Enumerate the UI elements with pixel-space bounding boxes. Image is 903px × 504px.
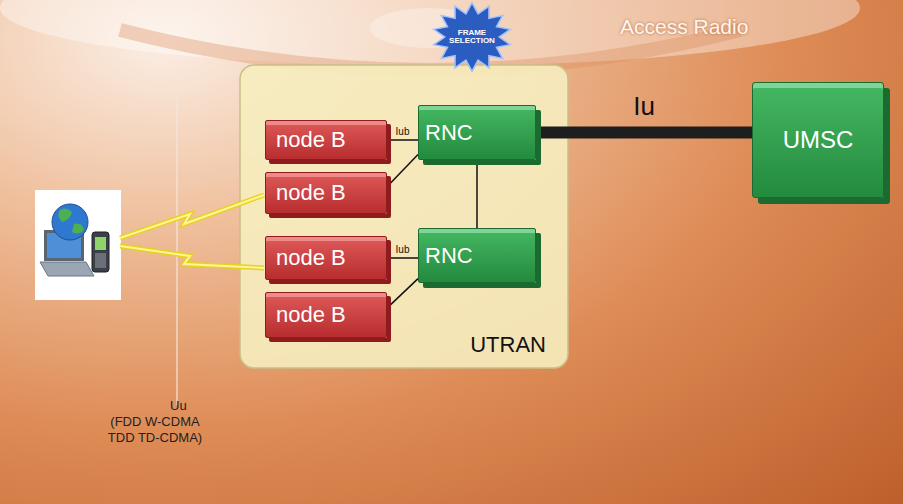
node-label: node B bbox=[276, 245, 346, 271]
iub-link bbox=[476, 160, 478, 228]
iub-link bbox=[387, 139, 418, 141]
utran-region-fill bbox=[240, 65, 568, 368]
node-label: node B bbox=[276, 180, 346, 206]
uu-interface-line bbox=[176, 95, 177, 405]
utran-region: UTRAN node B RNC node B node B RNC node B bbox=[240, 65, 568, 368]
node-b-box: node B bbox=[265, 292, 387, 338]
node-b-box: node B bbox=[265, 172, 387, 214]
rnc-box: RNC bbox=[418, 228, 536, 283]
node-label: node B bbox=[276, 302, 346, 328]
starburst-outline bbox=[432, 2, 512, 72]
interface-label: Iub bbox=[396, 245, 410, 255]
iu-link bbox=[536, 127, 752, 139]
iub-link bbox=[387, 279, 418, 309]
node-label: RNC bbox=[425, 243, 473, 269]
node-label: UTRAN bbox=[470, 332, 546, 358]
node-label: RNC bbox=[425, 120, 473, 146]
watermark bbox=[0, 0, 860, 70]
interface-label: Iu bbox=[633, 93, 655, 119]
interface-note: (FDD W-CDMA TDD TD-CDMA) bbox=[100, 414, 210, 445]
user-equipment-icon bbox=[35, 190, 121, 300]
slide-title: Access Radio bbox=[620, 14, 748, 39]
node-label: node B bbox=[276, 127, 346, 153]
frame-selection-burst: FRAME SELECTION bbox=[432, 2, 512, 72]
iub-link bbox=[387, 257, 418, 259]
node-label: FRAME SELECTION bbox=[446, 29, 498, 46]
interface-name: Uu bbox=[170, 398, 187, 414]
iub-link bbox=[387, 155, 418, 187]
interface-label: Iub bbox=[396, 127, 410, 137]
radio-beams bbox=[120, 195, 264, 268]
node-b-box: node B bbox=[265, 120, 387, 160]
rnc-box: RNC bbox=[418, 105, 536, 160]
node-label: UMSC bbox=[783, 126, 854, 154]
node-b-box: node B bbox=[265, 236, 387, 280]
umsc-box: UMSC bbox=[752, 82, 884, 198]
